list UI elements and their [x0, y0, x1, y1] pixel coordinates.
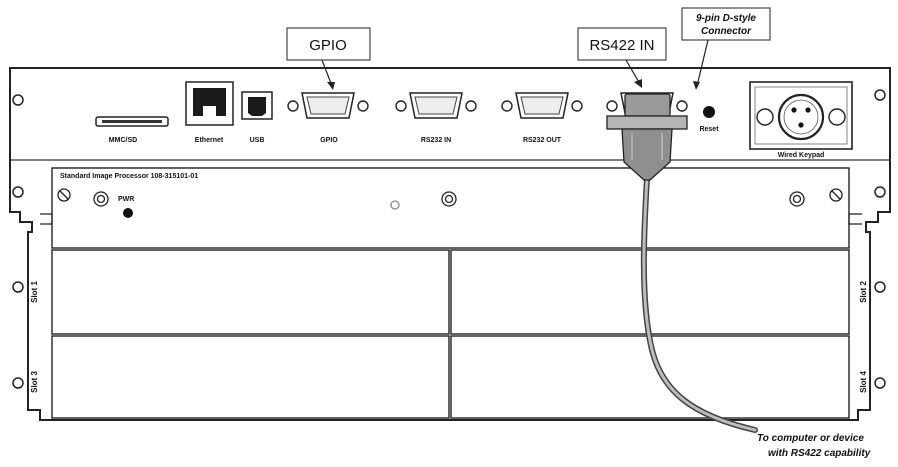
- gpio-callout: GPIO: [286, 27, 371, 90]
- wired-keypad-label: Wired Keypad: [778, 152, 825, 159]
- screw-icon: [756, 108, 774, 126]
- usb-label: USB: [250, 137, 265, 144]
- usb-jack: [248, 97, 266, 116]
- cable-note-line2: with RS422 capability: [768, 448, 871, 459]
- dstyle-callout-line2: Connector: [701, 26, 752, 37]
- gpio-port-label: GPIO: [320, 137, 338, 144]
- module-lever-left: [40, 213, 53, 225]
- slot-bay-3: [51, 335, 450, 419]
- pwr-led: [123, 208, 133, 218]
- slot-1-label: Slot 1: [30, 281, 39, 303]
- mounting-hole: [874, 89, 886, 101]
- rs422-in-callout: RS422 IN: [577, 27, 667, 88]
- mounting-hole: [874, 186, 886, 198]
- wired-keypad-connector: [749, 81, 853, 150]
- arrow-icon: [693, 81, 700, 90]
- cable-note-line1: To computer or device: [757, 433, 864, 444]
- indicator-led: [390, 200, 400, 210]
- dstyle-callout-line1: 9-pin D-style: [696, 13, 756, 24]
- image-processor-module: [51, 167, 850, 249]
- slot-bays: [51, 249, 850, 419]
- mmc-sd-label: MMC/SD: [109, 137, 137, 144]
- screw-icon: [571, 100, 583, 112]
- rs232-out-label: RS232 OUT: [523, 137, 562, 144]
- screw-icon: [501, 100, 513, 112]
- slot-bay-2: [450, 249, 850, 335]
- screw-icon: [676, 100, 688, 112]
- rs232-in-connector: [395, 92, 477, 119]
- slot-bay-1: [51, 249, 450, 335]
- module-title: Standard Image Processor 108-315101-01: [60, 173, 198, 180]
- mounting-hole: [12, 377, 24, 389]
- mounting-hole: [874, 377, 886, 389]
- slot-4-label: Slot 4: [859, 371, 868, 393]
- slot-2-label: Slot 2: [859, 281, 868, 303]
- ethernet-label: Ethernet: [195, 137, 224, 144]
- gpio-connector: [287, 92, 369, 119]
- screw-icon: [287, 100, 299, 112]
- rs232-in-label: RS232 IN: [421, 137, 451, 144]
- gpio-callout-text: GPIO: [309, 37, 347, 54]
- screw-icon: [606, 100, 618, 112]
- mmc-sd-slot-opening: [102, 120, 162, 123]
- screw-icon: [357, 100, 369, 112]
- ethernet-tab: [203, 106, 216, 116]
- reset-button: [703, 106, 715, 118]
- mounting-hole: [874, 281, 886, 293]
- rs422-plug: [606, 93, 688, 181]
- arrow-icon: [327, 82, 335, 90]
- arrow-icon: [634, 79, 642, 88]
- screw-icon: [395, 100, 407, 112]
- rs232-out-connector: [501, 92, 583, 119]
- screw-icon: [465, 100, 477, 112]
- dstyle-connector-callout: 9-pin D-style Connector: [681, 7, 771, 90]
- mounting-hole: [12, 281, 24, 293]
- mounting-hole: [12, 94, 24, 106]
- pwr-label: PWR: [118, 196, 134, 203]
- slot-3-label: Slot 3: [30, 371, 39, 393]
- screw-icon: [828, 108, 846, 126]
- rs422-in-callout-text: RS422 IN: [589, 37, 654, 54]
- mounting-hole: [12, 186, 24, 198]
- reset-label: Reset: [699, 126, 719, 133]
- mounting-holes: [12, 89, 886, 389]
- module-lever-right: [848, 213, 862, 225]
